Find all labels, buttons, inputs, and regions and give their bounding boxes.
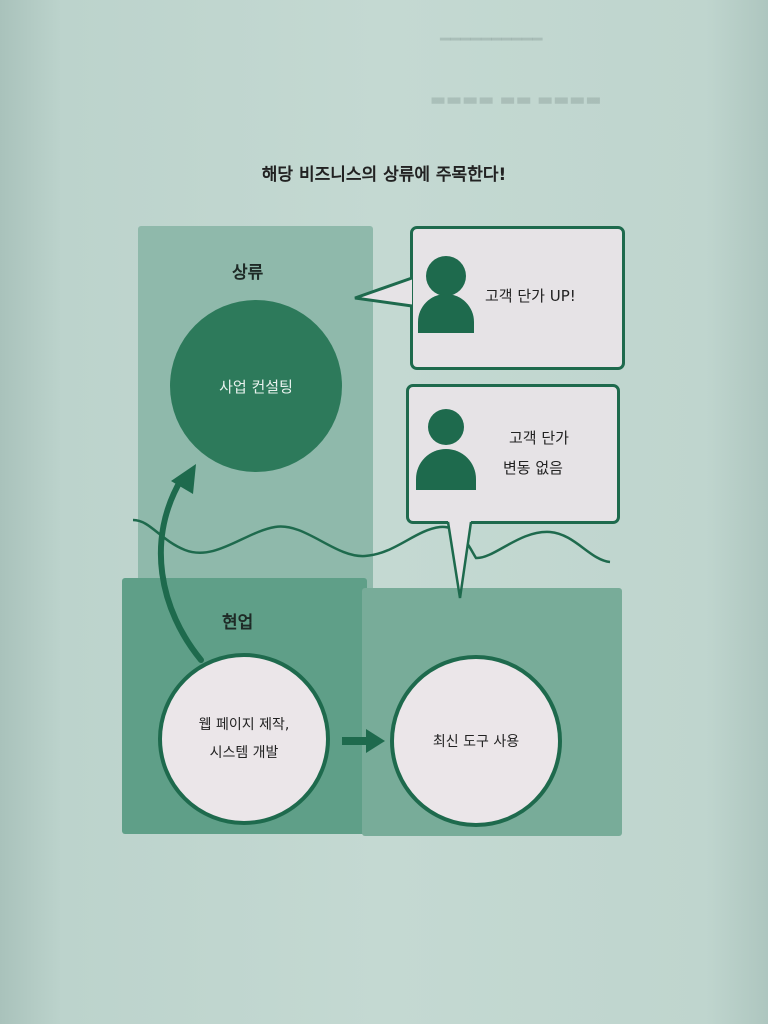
show-through-text: ▬▬▬▬ ▬▬ ▬▬▬▬ [430,90,602,110]
field-label: 현업 [222,613,254,633]
bubble-no-change-tail [446,521,473,599]
speech-bubble-price-up: 고객 단가 UP! [410,226,625,370]
business-consulting-circle: 사업 컨설팅 [170,300,342,472]
upstream-label: 상류 [232,263,264,283]
speech-bubble-no-change: 고객 단가 변동 없음 [406,384,620,524]
web-development-circle: 웹 페이지 제작, 시스템 개발 [158,653,330,825]
web-development-line-1: 웹 페이지 제작, [198,717,290,733]
business-consulting-text: 사업 컨설팅 [219,377,293,396]
bubble-no-change-line-1: 고객 단가 [509,429,569,447]
diagram-title: 해당 비즈니스의 상류에 주목한다! [261,165,507,185]
show-through-text: ━━━━━━━━━━ [440,30,543,50]
bubble-no-change-line-2: 변동 없음 [503,459,563,477]
bubble-price-up-text: 고객 단가 UP! [485,287,576,305]
latest-tools-text: 최신 도구 사용 [432,734,520,750]
latest-tools-circle: 최신 도구 사용 [390,655,562,827]
web-development-line-2: 시스템 개발 [209,745,279,761]
